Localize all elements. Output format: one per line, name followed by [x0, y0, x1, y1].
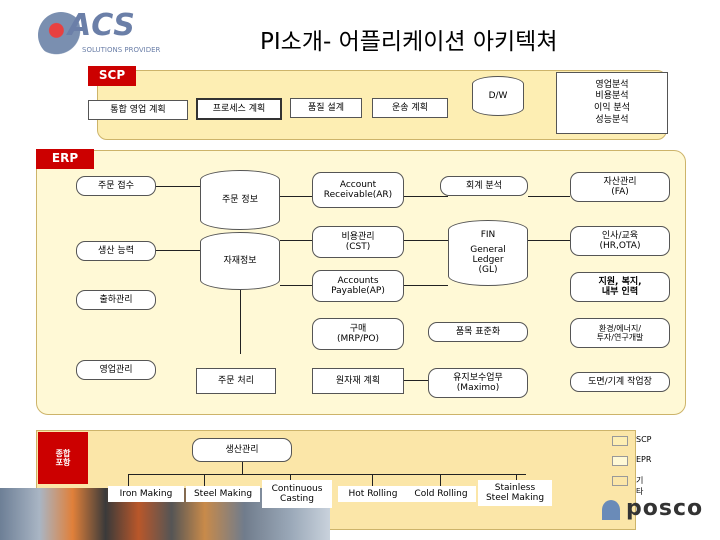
legend-swatch	[612, 476, 628, 486]
erp-general-ledger: General Ledger (GL)	[470, 244, 506, 276]
connector-line	[372, 474, 373, 486]
erp-maintenance: 유지보수업무 (Maximo)	[428, 368, 528, 398]
process-iron-making: Iron Making	[108, 486, 184, 502]
erp-order-info-db: 주문 정보	[200, 170, 280, 230]
process-cold-rolling: Cold Rolling	[406, 486, 476, 502]
scp-item-quality-design: 품질 설계	[290, 98, 362, 118]
erp-material-info: 자재정보	[223, 255, 257, 266]
legend-label: SCP	[636, 435, 652, 444]
connector-line	[528, 196, 570, 197]
process-steel-making: Steel Making	[186, 486, 260, 502]
logo-ring-icon	[38, 12, 84, 58]
connector-line	[240, 290, 241, 354]
connector-line	[404, 240, 448, 241]
legend-label: 기타	[636, 476, 644, 496]
erp-raw-material-plan: 원자재 계획	[312, 368, 404, 394]
connector-line	[528, 240, 570, 241]
connector-line	[440, 474, 441, 486]
process-continuous-casting: Continuous Casting	[262, 480, 332, 508]
erp-factory-drawings: 도면/기계 작업장	[570, 372, 670, 392]
posco-wordmark: posco	[626, 496, 704, 521]
erp-order-info: 주문 정보	[222, 194, 258, 205]
erp-support-welfare: 지원, 복지, 내부 인력	[570, 272, 670, 302]
erp-fin-db: FIN General Ledger (GL)	[448, 220, 528, 286]
erp-shipping: 출하관리	[76, 290, 156, 310]
logo-tagline: SOLUTIONS PROVIDER	[82, 46, 161, 54]
scp-item-transport-plan: 운송 계획	[372, 98, 448, 118]
production-management: 생산관리	[192, 438, 292, 462]
connector-line	[204, 474, 205, 486]
process-hot-rolling: Hot Rolling	[338, 486, 408, 502]
erp-material-info-db: 자재정보	[200, 232, 280, 290]
connector-line	[290, 474, 291, 482]
connector-line	[404, 196, 448, 197]
connector-line	[128, 474, 526, 475]
posco-mark-icon	[602, 500, 620, 520]
connector-line	[280, 240, 316, 241]
scp-item-process-plan: 프로세스 계획	[196, 98, 282, 120]
erp-sales: 영업관리	[76, 360, 156, 380]
page-title: PI소개- 어플리케이션 아키텍쳐	[260, 29, 558, 55]
erp-band-label: ERP	[36, 149, 94, 169]
legend-swatch	[612, 456, 628, 466]
connector-line	[146, 186, 200, 187]
legend: SCP EPR 기타	[612, 434, 692, 496]
connector-line	[128, 474, 129, 486]
erp-cost-management: 비용관리 (CST)	[312, 226, 404, 258]
erp-asset-management: 자산관리 (FA)	[570, 172, 670, 202]
connector-line	[404, 380, 440, 381]
connector-line	[280, 285, 316, 286]
erp-production-capacity: 생산 능력	[76, 241, 156, 261]
erp-account-receivable: Account Receivable(AR)	[312, 172, 404, 208]
erp-item-standardization: 품목 표준화	[428, 322, 528, 342]
posco-logo: posco	[602, 492, 718, 532]
dw-cylinder: D/W	[472, 76, 524, 116]
erp-order-processing: 주문 처리	[196, 368, 276, 394]
connector-line	[280, 196, 316, 197]
erp-order-receipt: 주문 접수	[76, 176, 156, 196]
connector-line	[404, 285, 448, 286]
erp-fin-label: FIN	[480, 230, 496, 241]
legend-label: EPR	[636, 455, 652, 464]
connector-line	[516, 474, 517, 482]
process-stainless-steel-making: Stainless Steel Making	[478, 480, 552, 506]
erp-accounting-analysis: 회계 분석	[440, 176, 528, 196]
scp-analysis-box: 영업분석 비용분석 이익 분석 성능분석	[556, 72, 668, 134]
erp-environment-energy: 환경/에너지/ 투자/연구개발	[570, 318, 670, 348]
legend-swatch	[612, 436, 628, 446]
integrated-pohang-label: 종합 포항	[38, 432, 88, 484]
scp-band-label: SCP	[88, 66, 136, 86]
connector-line	[242, 462, 243, 474]
dw-label: D/W	[488, 90, 508, 101]
erp-purchasing: 구매 (MRP/PO)	[312, 318, 404, 350]
erp-hr-training: 인사/교육 (HR,OTA)	[570, 226, 670, 256]
logo-brand: ACS	[68, 8, 136, 43]
erp-accounts-payable: Accounts Payable(AP)	[312, 270, 404, 302]
connector-line	[146, 250, 200, 251]
acs-logo: ACS SOLUTIONS PROVIDER	[38, 8, 168, 60]
scp-item-sales-plan: 통합 영업 계획	[88, 100, 188, 120]
